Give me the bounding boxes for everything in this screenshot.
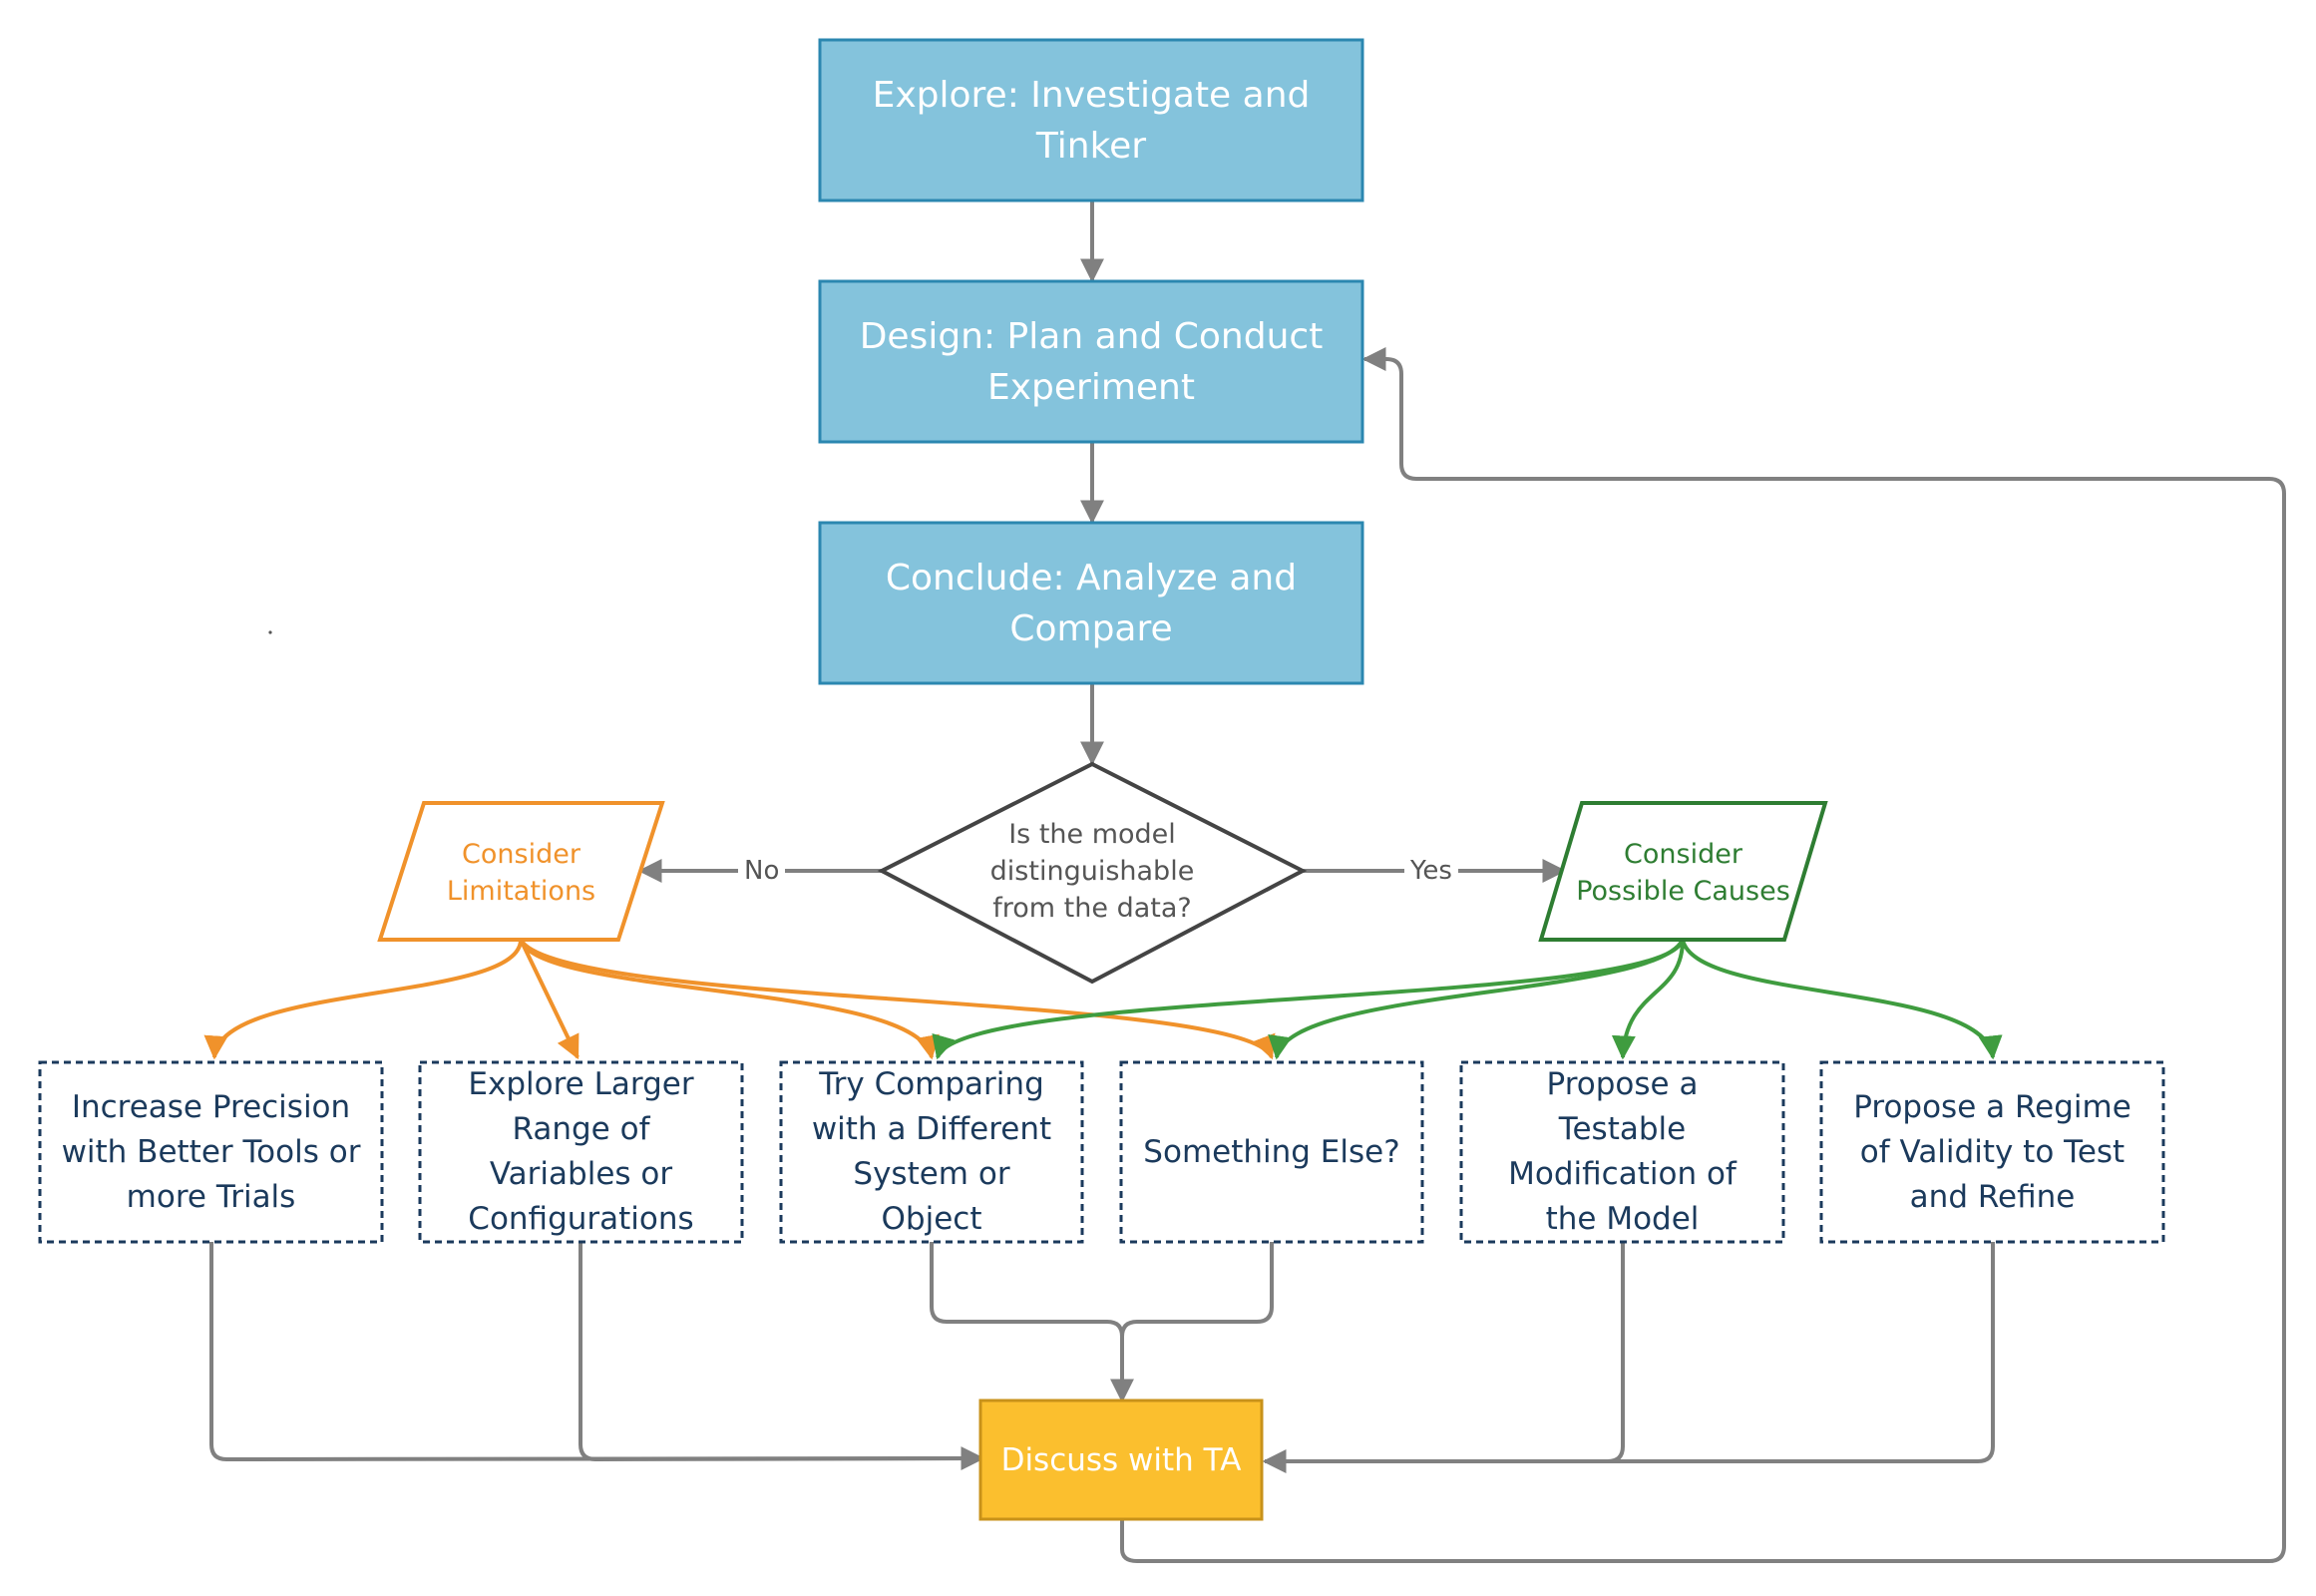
- option-else-box: [1119, 1060, 1424, 1244]
- edge-regime-to-discuss: [1265, 1242, 1995, 1463]
- limitations-label: Consider Limitations: [446, 839, 596, 907]
- option-regime-label: Propose a Regime of Validity to Test and…: [1853, 1088, 2131, 1215]
- yes-label: Yes: [1404, 854, 1458, 888]
- discuss-label: Discuss with TA: [1000, 1441, 1242, 1478]
- stray-dot: [268, 630, 272, 634]
- discuss-box: [978, 1398, 1264, 1521]
- edge-else-to-discuss: [1120, 1242, 1274, 1400]
- causes-label: Consider Possible Causes: [1576, 839, 1790, 907]
- option-else-label: Something Else?: [1143, 1133, 1400, 1170]
- edge-causes-to-else: [1268, 938, 1685, 1060]
- option-modification-label: Propose a Testable Modification of the M…: [1508, 1066, 1737, 1237]
- edge-precision-to-discuss: [209, 1242, 985, 1471]
- step-conclude-label: Conclude: Analyze and Compare: [885, 557, 1298, 649]
- option-compare-label: Try Comparing with a Different System or…: [811, 1066, 1052, 1237]
- edge-range-to-discuss: [579, 1242, 983, 1462]
- edge-compare-to-discuss: [930, 1242, 1134, 1403]
- decision-diamond: [877, 761, 1308, 985]
- step-conclude-box: [818, 521, 1364, 685]
- limitations-shape: [377, 801, 665, 942]
- step-explore-label: Explore: Investigate and Tinker: [872, 74, 1311, 167]
- option-precision-box: [38, 1060, 384, 1244]
- decision-question: Is the model distinguishable from the da…: [989, 818, 1195, 924]
- edge-limitations-to-range: [519, 939, 579, 1060]
- option-range-box: [418, 1060, 744, 1244]
- edge-causes-to-regime: [1681, 939, 2003, 1060]
- option-regime-box: [1819, 1060, 2165, 1244]
- edge-modification-to-discuss: [1262, 1242, 1625, 1473]
- no-label: No: [738, 854, 786, 888]
- edge-discuss-back-to-design: [1120, 347, 2286, 1563]
- edge-limitations-to-compare: [519, 939, 940, 1060]
- step-explore-box: [818, 38, 1364, 202]
- option-range-label: Explore Larger Range of Variables or Con…: [468, 1066, 694, 1237]
- edge-causes-to-modification: [1611, 939, 1685, 1060]
- step-design-box: [818, 279, 1364, 444]
- step-design-label: Design: Plan and Conduct Experiment: [859, 315, 1324, 408]
- option-precision-label: Increase Precision with Better Tools or …: [61, 1088, 361, 1215]
- edge-limitations-to-else: [519, 938, 1276, 1060]
- option-modification-box: [1459, 1060, 1785, 1244]
- edge-limitations-to-precision: [203, 939, 523, 1060]
- option-compare-box: [779, 1060, 1084, 1244]
- causes-shape: [1538, 801, 1828, 942]
